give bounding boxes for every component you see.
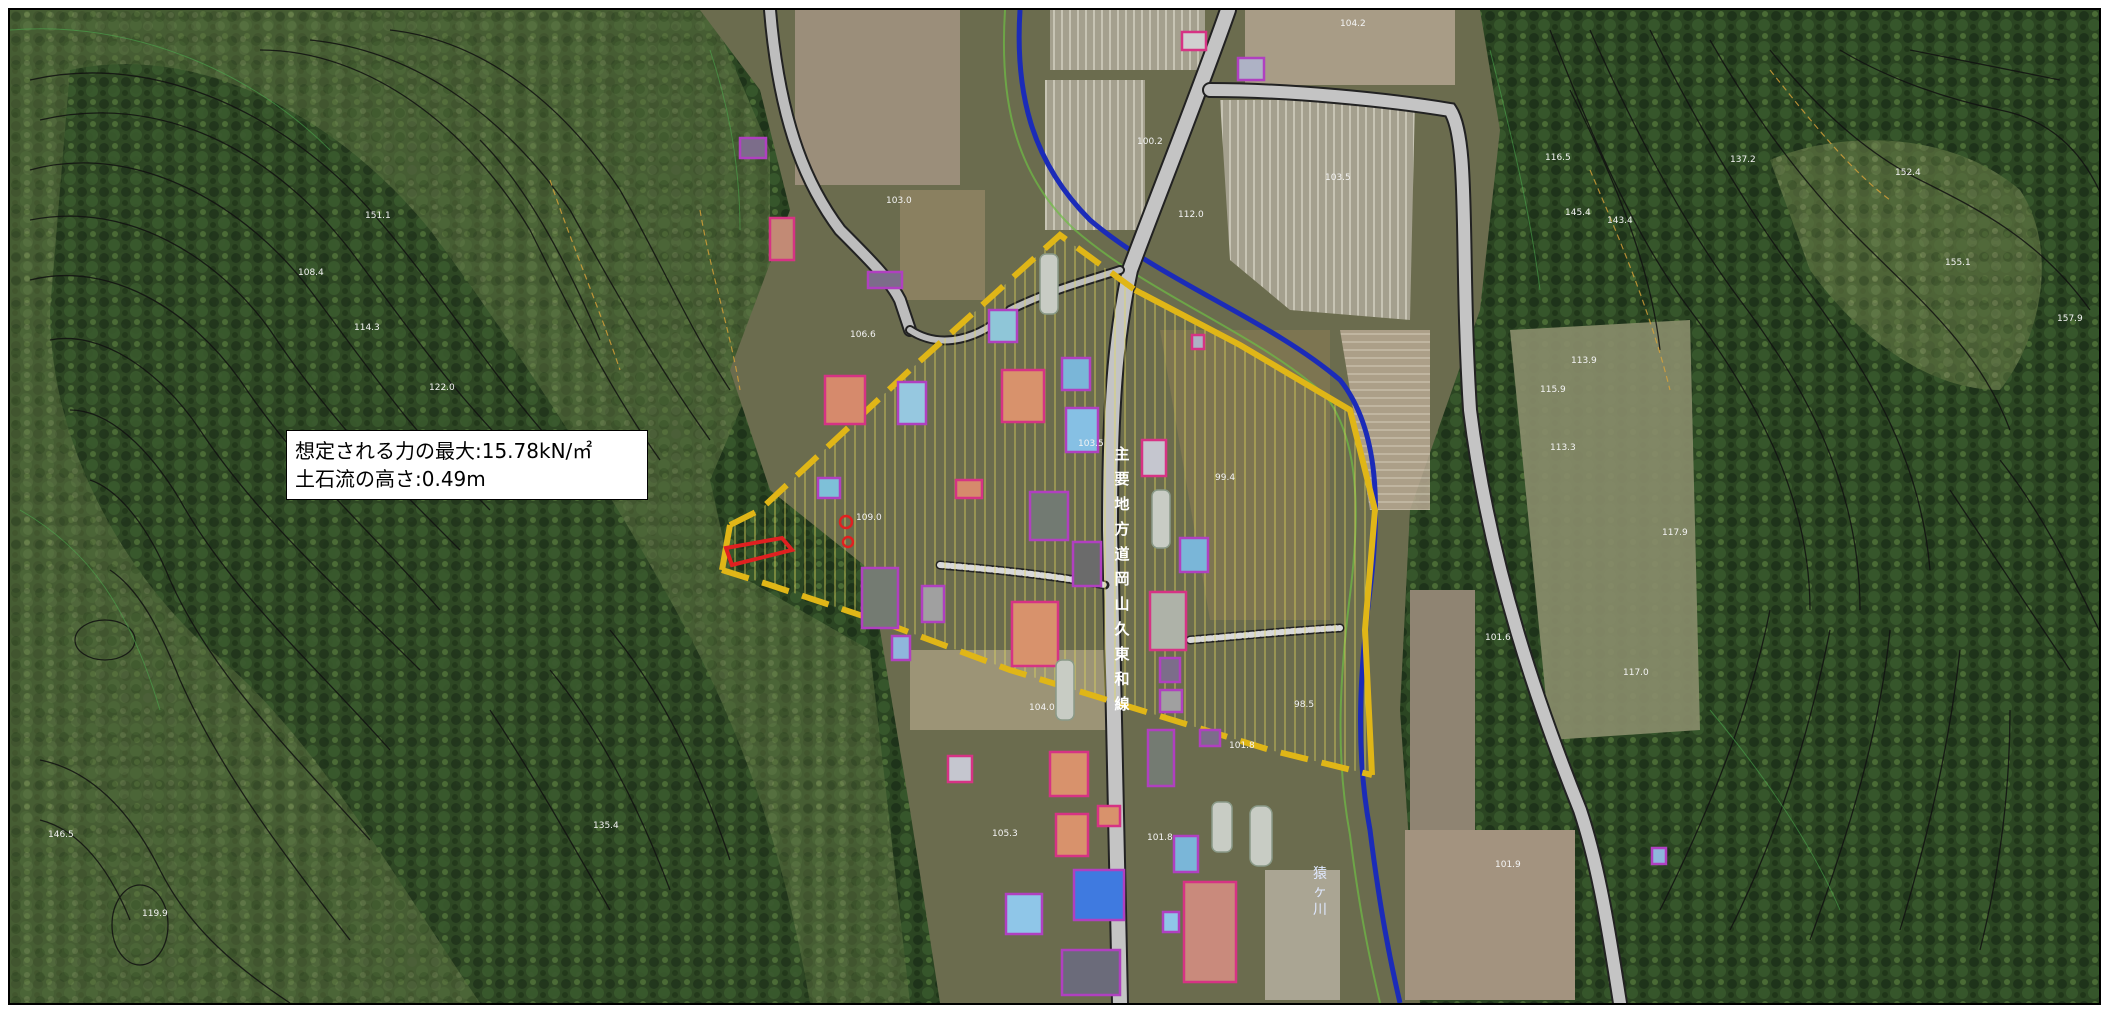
road-label-char: 岡 (1114, 570, 1129, 588)
elevation-label: 101.8 (1229, 741, 1255, 751)
elevation-label: 98.5 (1294, 700, 1314, 710)
field-9 (1405, 830, 1575, 1000)
debris-marker-2 (841, 535, 855, 549)
field-1 (795, 10, 960, 185)
elevation-label: 146.5 (48, 830, 74, 840)
contours-west (29, 29, 731, 1003)
hazard-area-boundary-dashed (721, 231, 1373, 778)
elevation-labels: 104.2 100.2 103.5 116.5 137.2 152.4 145.4 143.4… (48, 19, 2083, 919)
elevation-label: 135.4 (593, 821, 619, 831)
field-11 (900, 190, 985, 300)
elevation-label: 115.9 (1540, 385, 1566, 395)
field-8 (1410, 590, 1475, 830)
elevation-label: 104.0 (1029, 703, 1055, 713)
elevation-label: 108.4 (298, 268, 324, 278)
river (1016, 10, 1403, 1003)
elevation-label: 119.9 (142, 909, 168, 919)
road-label-char: 地 (1114, 495, 1129, 513)
elevation-label: 152.4 (1895, 168, 1921, 178)
elevation-label: 137.2 (1730, 155, 1756, 165)
orange-contours (549, 69, 1891, 391)
elevation-label: 113.3 (1550, 443, 1576, 453)
flow-height-text: 土石流の高さ:0.49m (295, 467, 486, 491)
debris-source-zone[interactable] (723, 535, 796, 568)
field-5 (1220, 100, 1415, 320)
elevation-label: 101.6 (1485, 633, 1511, 643)
road-label-char: 要 (1114, 470, 1129, 488)
greenhouses (1039, 253, 1273, 867)
elevation-label: 122.0 (429, 383, 455, 393)
elevation-label: 117.0 (1623, 668, 1649, 678)
hazard-area-boundary-solid (1133, 287, 1379, 776)
elevation-label: 101.8 (1147, 833, 1173, 843)
elevation-label: 103.5 (1078, 439, 1104, 449)
elevation-label: 151.1 (365, 211, 391, 221)
road-label-char: 道 (1114, 545, 1129, 563)
clearing-east (1510, 320, 1700, 740)
river-label-char: ヶ (1313, 884, 1327, 900)
elevation-label: 106.6 (850, 330, 876, 340)
road-label-char: 山 (1114, 595, 1129, 613)
elevation-label: 105.3 (992, 829, 1018, 839)
elevation-label: 155.1 (1945, 258, 1971, 268)
elevation-label: 145.4 (1565, 208, 1591, 218)
field-3 (1045, 80, 1145, 230)
elevation-label: 117.9 (1662, 528, 1688, 538)
elevation-label: 99.4 (1215, 473, 1235, 483)
elevation-label: 109.0 (856, 513, 882, 523)
road-label-char: 方 (1114, 520, 1129, 538)
clearing-east-2 (1770, 140, 2042, 390)
debris-marker-1 (838, 514, 854, 530)
max-force-text: 想定される力の最大:15.78kN/㎡ (295, 439, 593, 463)
elevation-label: 157.9 (2057, 314, 2083, 324)
fine-contours (10, 28, 1841, 911)
road-label-char: 線 (1114, 695, 1129, 713)
map-frame: 主要地方道岡山久東和線 猿ヶ川 104.2 100.2 103.5 116.5 137.… (8, 8, 2101, 1005)
river-label: 猿ヶ川 (1313, 866, 1327, 918)
road-label-char: 東 (1114, 645, 1129, 663)
elevation-label: 114.3 (354, 323, 380, 333)
elevation-label: 103.5 (1325, 173, 1351, 183)
elevation-label: 116.5 (1545, 153, 1571, 163)
field-4 (1245, 10, 1455, 85)
road-label-char: 主 (1114, 445, 1129, 463)
elevation-label: 143.4 (1607, 216, 1633, 226)
river-label-char: 川 (1313, 902, 1327, 918)
elevation-label: 113.9 (1571, 356, 1597, 366)
river-label-char: 猿 (1313, 866, 1327, 882)
elevation-label: 100.2 (1137, 137, 1163, 147)
contours-east (1549, 29, 2099, 951)
buildings (738, 30, 1668, 997)
road-label-char: 和 (1114, 670, 1129, 688)
elevation-label: 112.0 (1178, 210, 1204, 220)
road-label-char: 久 (1114, 620, 1130, 638)
hazard-info-box: 想定される力の最大:15.78kN/㎡ 土石流の高さ:0.49m (286, 430, 648, 500)
field-10 (1265, 870, 1340, 1000)
forest-west-dark (50, 64, 810, 1003)
elevation-label: 104.2 (1340, 19, 1366, 29)
field-2 (1050, 10, 1205, 70)
elevation-label: 103.0 (886, 196, 912, 206)
elevation-label: 101.9 (1495, 860, 1521, 870)
